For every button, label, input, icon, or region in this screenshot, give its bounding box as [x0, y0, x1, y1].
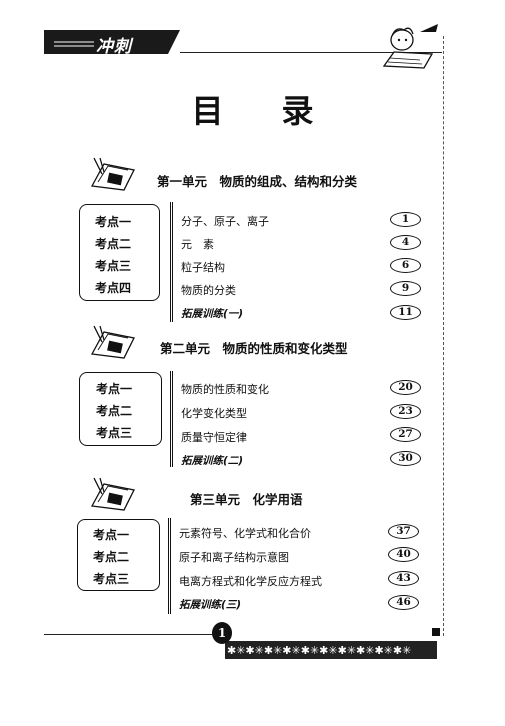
unit-3-training-page: 46	[388, 595, 419, 610]
unit-3-topic-3: 电离方程式和化学反应方程式	[179, 575, 322, 588]
unit-2-divider	[170, 371, 173, 467]
unit-1-book-icon	[90, 157, 135, 191]
unit-1-topic-2: 元 素	[181, 238, 214, 251]
unit-1-kaodian-4: 考点四	[95, 281, 132, 295]
unit-2-topic-3-page: 27	[390, 427, 421, 442]
svg-text:✱✳✱✳✱✳✱✳✱✳✱✳✱✳✱✳✱✳✱✳: ✱✳✱✳✱✳✱✳✱✳✱✳✱✳✱✳✱✳✱✳	[227, 644, 411, 657]
unit-1-topic-2-page: 4	[390, 235, 421, 250]
unit-2-training-page: 30	[390, 451, 421, 466]
unit-1-training: 拓展训练(一)	[181, 308, 244, 320]
page-frame-right	[443, 36, 444, 636]
unit-2-kaodian-2: 考点二	[96, 404, 133, 418]
unit-2-kaodian-box: 考点一 考点二 考点三	[79, 372, 162, 446]
unit-1-topic-1-page: 1	[390, 212, 421, 227]
banner-text: 冲刺	[96, 37, 132, 57]
unit-1-kaodian-3: 考点三	[95, 259, 132, 273]
header-rule	[180, 52, 442, 53]
unit-3-kaodian-1: 考点一	[93, 528, 130, 542]
student-reading-illustration	[382, 24, 438, 69]
banner-shape	[44, 30, 180, 54]
unit-3-topic-1: 元素符号、化学式和化合价	[179, 527, 311, 540]
unit-1-topic-3: 粒子结构	[181, 261, 225, 274]
unit-1-topic-4-page: 9	[390, 281, 421, 296]
unit-1-title: 第一单元 物质的组成、结构和分类	[157, 174, 358, 189]
unit-2-kaodian-3: 考点三	[96, 426, 133, 440]
unit-2-title: 第二单元 物质的性质和变化类型	[160, 341, 348, 356]
header-banner: 冲刺	[44, 30, 180, 57]
unit-1-topic-3-page: 6	[390, 258, 421, 273]
unit-3-topic-3-page: 43	[388, 571, 419, 586]
unit-3-kaodian-2: 考点二	[93, 550, 130, 564]
unit-1-topic-4: 物质的分类	[181, 284, 236, 297]
unit-3-divider	[168, 518, 171, 614]
unit-3-title: 第三单元 化学用语	[190, 492, 303, 507]
unit-3-book-icon	[90, 477, 135, 511]
footer-rule	[44, 634, 224, 635]
unit-3-training: 拓展训练(三)	[179, 599, 242, 611]
unit-2-book-icon	[90, 325, 135, 359]
page-number: 1	[212, 622, 232, 644]
unit-3-topic-1-page: 37	[388, 524, 419, 539]
unit-3-topic-2-page: 40	[388, 547, 419, 562]
unit-2-training: 拓展训练(二)	[181, 455, 244, 467]
unit-1-kaodian-box: 考点一 考点二 考点三 考点四	[79, 204, 160, 301]
unit-2-topic-2-page: 23	[390, 404, 421, 419]
unit-1-kaodian-2: 考点二	[95, 237, 132, 251]
unit-1-divider	[170, 202, 173, 322]
unit-1-training-page: 11	[390, 305, 421, 320]
unit-2-topic-1: 物质的性质和变化	[181, 383, 269, 396]
unit-3-topic-2: 原子和离子结构示意图	[179, 551, 289, 564]
unit-3-kaodian-3: 考点三	[93, 572, 130, 586]
unit-3-kaodian-box: 考点一 考点二 考点三	[77, 519, 160, 591]
unit-2-topic-3: 质量守恒定律	[181, 431, 247, 444]
page-title: 目录	[191, 92, 372, 130]
footer-corner-mark	[432, 628, 440, 636]
unit-2-topic-1-page: 20	[390, 380, 421, 395]
unit-1-kaodian-1: 考点一	[95, 215, 132, 229]
footer-pattern: ✱✳✱✳✱✳✱✳✱✳✱✳✱✳✱✳✱✳✱✳	[227, 644, 411, 657]
unit-2-topic-2: 化学变化类型	[181, 407, 247, 420]
unit-2-kaodian-1: 考点一	[96, 382, 133, 396]
unit-1-topic-1: 分子、原子、离子	[181, 215, 269, 228]
footer-decorative-band: ✱✳✱✳✱✳✱✳✱✳✱✳✱✳✱✳✱✳✱✳	[225, 641, 437, 659]
